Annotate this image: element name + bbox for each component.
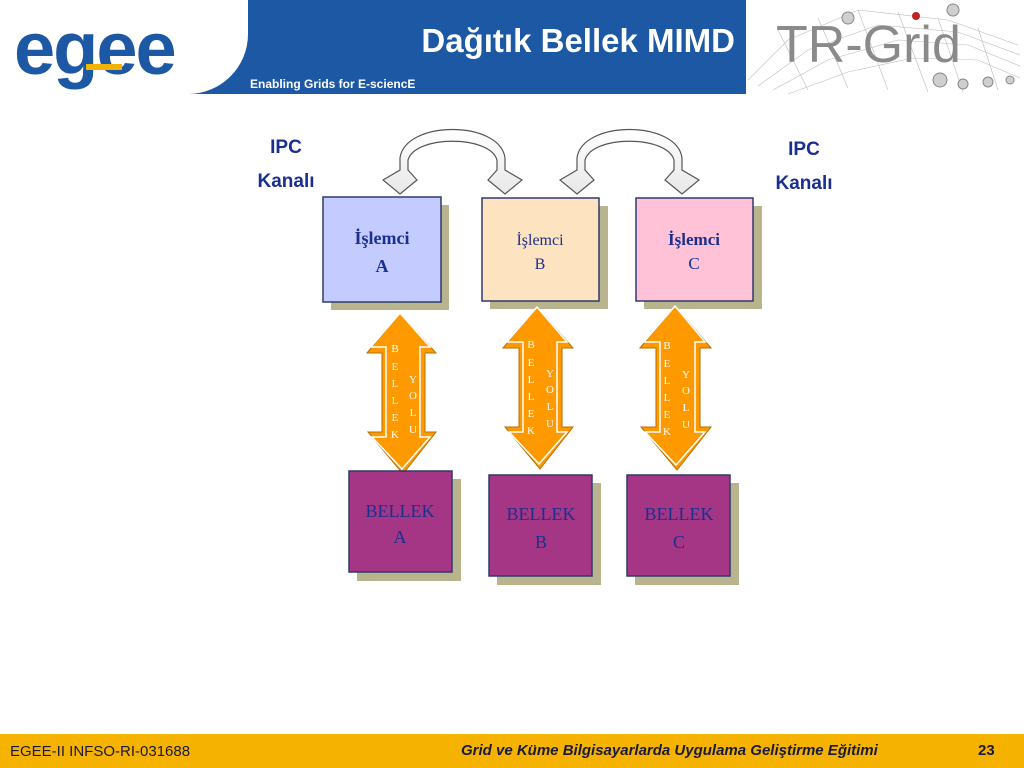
ipc-right-line1: IPC [788, 139, 820, 160]
tagline: Enabling Grids for E-sciencE [250, 77, 416, 91]
bus-c-letter-y: Y [682, 369, 690, 381]
memory-c: BELLEK C [626, 474, 739, 585]
processor-a: İşlemci A [322, 196, 449, 310]
ipc-right-line2: Kanalı [775, 173, 833, 194]
bus-a-letter-y: Y [409, 374, 417, 386]
processor-c-label: İşlemci [668, 230, 720, 249]
bus-c-letter-o: O [682, 385, 690, 397]
egee-logo-text: egee [14, 7, 175, 90]
memory-b-letter: B [535, 532, 547, 552]
bus-c-letter-l1: L [664, 375, 671, 387]
tr-grid-logo-text: TR-Grid [776, 16, 961, 74]
bus-a-letter-u: U [409, 424, 417, 436]
memory-b: BELLEK B [488, 474, 601, 585]
ipc-label-right: IPC Kanalı [749, 133, 859, 201]
memory-b-box [488, 474, 593, 577]
processor-c: İşlemci C [635, 197, 762, 309]
footer-bar: EGEE-II INFSO-RI-031688 Grid ve Küme Bil… [0, 734, 1024, 768]
bus-c-letter-e2: E [664, 409, 671, 421]
processor-b-letter: B [535, 256, 546, 273]
bus-b-letter-u: U [546, 418, 554, 430]
tr-grid-logo: TR-Grid [748, 3, 1021, 95]
bus-a-letter-e1: E [392, 361, 399, 373]
bus-b-letter-b: B [527, 339, 534, 351]
memory-bus-arrow-a: B E L L E K Y O L U [365, 311, 438, 475]
processor-a-label: İşlemci [355, 228, 410, 248]
bus-b-letter-e1: E [528, 357, 535, 369]
bus-b-letter-l: L [547, 401, 554, 413]
ipc-channel-arrow-bc [558, 128, 701, 195]
ipc-channel-arrow-ab [381, 128, 524, 195]
processor-a-box [322, 196, 442, 303]
memory-a-letter: A [394, 527, 407, 547]
egee-logo-graphic: egee [14, 7, 177, 90]
memory-bus-arrow-b: B E L L E K Y O L U [501, 305, 575, 470]
bus-c-letter-l2: L [664, 392, 671, 404]
processor-c-box [635, 197, 754, 302]
egee-logo: egee [0, 0, 248, 94]
memory-c-label: BELLEK [645, 504, 714, 524]
bus-c-letter-e1: E [664, 358, 671, 370]
memory-c-letter: C [673, 532, 685, 552]
processor-a-letter: A [376, 256, 389, 276]
bus-a-letter-b: B [391, 343, 398, 355]
memory-a-label: BELLEK [366, 501, 435, 521]
processor-c-letter: C [688, 254, 699, 273]
bus-b-letter-e2: E [528, 408, 535, 420]
memory-b-label: BELLEK [507, 504, 576, 524]
bus-a-letter-o: O [409, 390, 417, 402]
slide-title: Dağıtık Bellek MIMD [421, 22, 735, 59]
ipc-left-line1: IPC [270, 137, 302, 158]
memory-a-box [348, 470, 453, 573]
footer-course-title: Grid ve Küme Bilgisayarlarda Uygulama Ge… [461, 742, 878, 759]
bus-c-letter-b: B [663, 340, 670, 352]
bus-a-letter-l2: L [392, 395, 399, 407]
bus-c-letter-l: L [683, 402, 690, 414]
bus-a-letter-l: L [410, 407, 417, 419]
processor-b-label: İşlemci [516, 231, 564, 249]
bus-a-letter-e2: E [392, 412, 399, 424]
ipc-left-line2: Kanalı [257, 171, 315, 192]
bus-a-letter-l1: L [392, 378, 399, 390]
memory-c-box [626, 474, 731, 577]
bus-b-letter-o: O [546, 384, 554, 396]
bus-b-letter-l2: L [528, 391, 535, 403]
bus-b-letter-l1: L [528, 374, 535, 386]
footer-project-id: EGEE-II INFSO-RI-031688 [10, 743, 191, 760]
memory-bus-arrow-c: B E L L E K Y O L U [638, 304, 713, 471]
bus-b-letter-y: Y [546, 368, 554, 380]
bus-c-letter-u: U [682, 419, 690, 431]
bus-b-letter-k: K [527, 425, 535, 437]
bus-c-letter-k: K [663, 426, 671, 438]
footer-page-number: 23 [978, 742, 995, 759]
processor-b: İşlemci B [481, 197, 608, 309]
bus-a-letter-k: K [391, 429, 399, 441]
ipc-label-left: IPC Kanalı [231, 131, 341, 199]
processor-b-box [481, 197, 600, 302]
memory-a: BELLEK A [348, 470, 461, 581]
